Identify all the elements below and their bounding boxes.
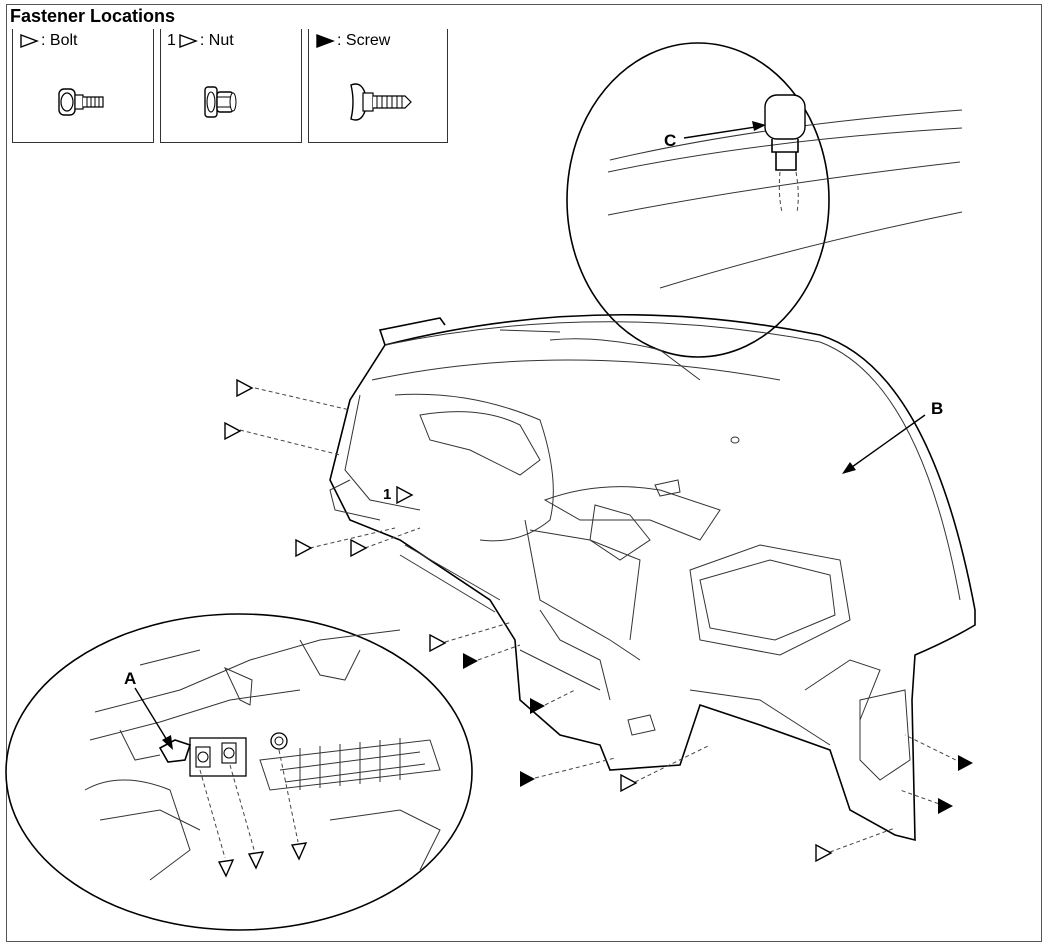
- nut-marker-label: 1: [383, 486, 391, 503]
- legend-screw: : Screw: [308, 29, 448, 143]
- screw-marker: [530, 698, 545, 714]
- bolt-marker: [396, 485, 414, 505]
- legend-nut-prefix: 1: [167, 32, 176, 49]
- legend-bolt: : Bolt: [12, 29, 154, 143]
- filled-triangle-icon: [316, 34, 335, 48]
- callout-a: A: [124, 669, 136, 688]
- fastener-markers: [224, 378, 973, 863]
- fastener-leader-lines: [239, 387, 963, 853]
- hollow-triangle-icon: [20, 34, 39, 48]
- legend-bolt-label: : Bolt: [41, 32, 78, 49]
- bolt-marker: [815, 843, 833, 863]
- detail-circle-c: [566, 42, 963, 358]
- screw-icon: [350, 83, 412, 121]
- bolt-marker: [217, 859, 235, 878]
- bolt-marker: [429, 633, 447, 653]
- bolt-marker: [247, 851, 265, 870]
- screw-marker: [958, 755, 973, 771]
- screw-marker: [520, 771, 535, 787]
- bolt-marker: [620, 773, 638, 793]
- bolt-marker: [224, 421, 242, 441]
- bolt-icon: [58, 88, 104, 116]
- bolt-marker: [295, 538, 313, 558]
- legend-nut: 1 : Nut: [160, 29, 302, 143]
- hollow-triangle-icon: [179, 34, 198, 48]
- nut-icon: [204, 86, 237, 118]
- legend-nut-label: : Nut: [199, 32, 234, 49]
- legend-screw-label: : Screw: [337, 32, 391, 49]
- clip-pin: [764, 94, 806, 213]
- bolt-marker: [236, 378, 254, 398]
- callout-b: B: [931, 399, 943, 418]
- page-title: Fastener Locations: [10, 6, 176, 26]
- screw-marker: [938, 798, 953, 814]
- detail-circle-a: [5, 613, 473, 931]
- callout-c: C: [664, 131, 676, 150]
- bolt-marker: [350, 538, 368, 558]
- dashboard-panel: [329, 313, 976, 842]
- bolt-marker: [290, 842, 308, 861]
- diagram-frame: [6, 4, 1042, 942]
- screw-marker: [463, 653, 478, 669]
